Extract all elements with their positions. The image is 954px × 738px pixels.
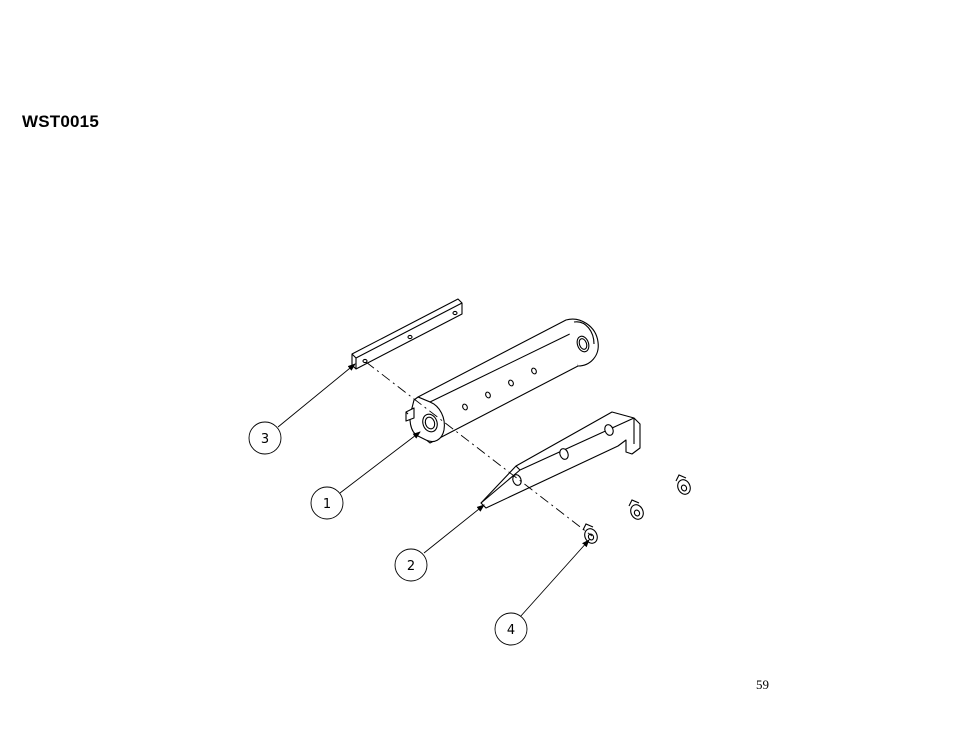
part-2-angled-bracket (481, 412, 640, 508)
callout-4: 4 (495, 613, 527, 645)
callout-2: 2 (395, 549, 427, 581)
page-number: 59 (756, 677, 769, 693)
part-4-screw-b (628, 500, 645, 521)
callout-1-label: 1 (323, 497, 331, 512)
leader-line-4 (520, 540, 589, 617)
callout-3: 3 (249, 422, 281, 454)
part-3-flat-bar (352, 299, 462, 369)
leader-line-1 (340, 432, 420, 493)
callout-3-label: 3 (261, 432, 269, 447)
leader-line-2 (424, 505, 484, 553)
part-1-main-bracket (406, 319, 598, 443)
callout-1: 1 (311, 487, 343, 519)
part-4-screw-c (675, 475, 692, 496)
callout-2-label: 2 (407, 559, 415, 574)
leader-line-3 (278, 364, 355, 427)
callout-4-label: 4 (507, 623, 515, 638)
